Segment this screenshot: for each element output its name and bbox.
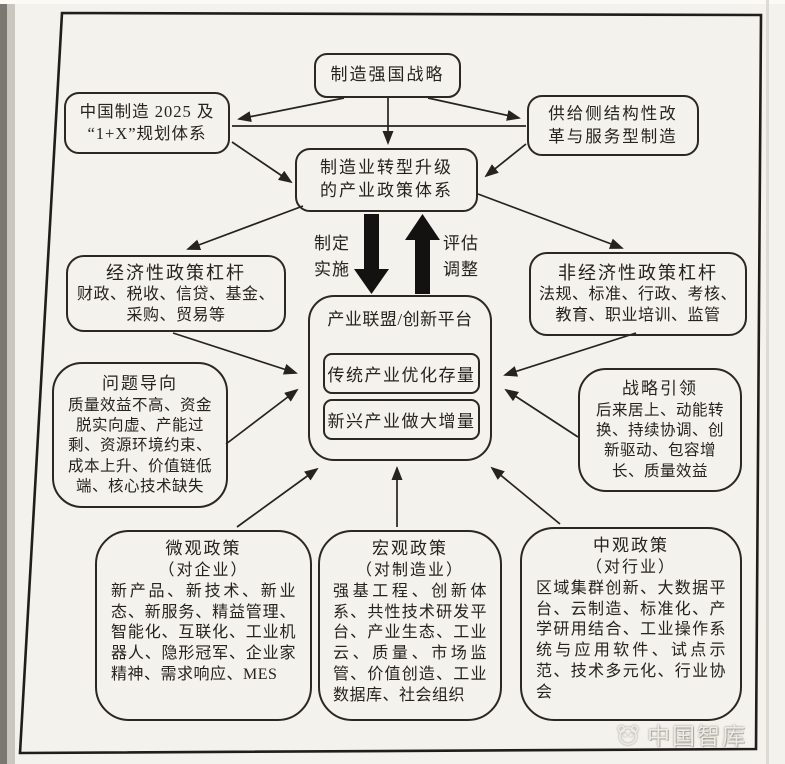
label-formulate-implement: 制定 实施	[314, 234, 350, 279]
arrow-policy-system-to-non-economic-levers	[477, 193, 624, 249]
scan-edge-dark-band	[0, 4, 7, 764]
node-body: 法规、标准、行政、考核、教育、职业培训、监管	[539, 286, 738, 325]
node-subtitle: （对企业）	[158, 561, 249, 579]
node-supply-side-reform: 供给侧结构性改 革与服务型制造	[527, 95, 699, 156]
arrow-strategy-to-supply-side	[427, 97, 521, 121]
watermark: 中国智库	[614, 718, 774, 750]
page-frame	[18, 11, 763, 755]
node-macro-policy: 宏观政策 （对制造业） 强基工程、创新体系、共性技术研发平台、产业生态、工业云、…	[318, 530, 502, 721]
node-title: 微观政策	[165, 539, 242, 558]
node-problem-oriented: 问题导向 质量效益不高、资金脱实向虚、产能过剩、资源环境约束、成本上升、价值链低…	[52, 362, 228, 508]
node-body: 强基工程、创新体系、共性技术研发平台、产业生态、工业云、质量、市场监管、价值创造…	[333, 582, 487, 704]
node-title: 中国制造 2025 及 “1+X”规划体系	[79, 101, 215, 143]
scan-edge-right-line	[766, 0, 769, 764]
node-title: 新兴产业做大增量	[327, 412, 476, 431]
node-industrial-policy-system: 制造业转型升级 的产业政策体系	[295, 148, 478, 212]
arrow-economic-levers-to-platform	[172, 332, 298, 375]
arrow-micro-policy-to-platform	[236, 467, 319, 528]
arrow-mic2025-to-policy-system	[231, 141, 293, 184]
thick-arrow-evaluate-adjust	[405, 214, 440, 294]
arrow-supply-side-to-policy-system	[484, 143, 527, 178]
node-subtitle: （对制造业）	[355, 561, 464, 579]
node-title: 供给侧结构性改 革与服务型制造	[548, 104, 678, 146]
node-title: 制造业转型升级 的产业政策体系	[320, 158, 453, 200]
scan-edge-top-band	[0, 0, 785, 4]
node-title: 问题导向	[102, 374, 178, 394]
arrow-strategy-to-mic2025	[237, 97, 345, 123]
node-traditional-industry-optimize-stock: 传统产业优化存量	[323, 353, 480, 394]
node-title: 传统产业优化存量	[327, 366, 476, 385]
arrow-non-economic-levers-to-platform	[503, 332, 637, 377]
node-body: 质量效益不高、资金脱实向虚、产能过剩、资源环境约束、成本上升、价值链低端、核心技…	[67, 397, 212, 495]
node-body: 新产品、新技术、新业态、新服务、精益管理、智能化、互联化、工业机器人、隐形冠军、…	[111, 582, 296, 683]
scan-edge-light-band	[7, 4, 15, 764]
node-subtitle: （对行业）	[585, 558, 676, 576]
arrow-policy-system-to-economic-levers	[186, 205, 304, 250]
node-body: 后来居上、动能转换、持续协调、创新驱动、包容增长、质量效益	[595, 402, 724, 480]
node-made-in-china-2025: 中国制造 2025 及 “1+X”规划体系	[64, 92, 230, 154]
node-emerging-industry-grow-increment: 新兴产业做大增量	[323, 399, 480, 440]
node-industry-alliance-platform: 产业联盟/创新平台 传统产业优化存量 新兴产业做大增量	[308, 295, 492, 461]
china-thinktank-logo-icon	[617, 724, 639, 745]
label-evaluate-adjust: 评估 调整	[443, 234, 479, 279]
node-strategic-leading: 战略引领 后来居上、动能转换、持续协调、创新驱动、包容增长、质量效益	[578, 368, 742, 492]
node-title: 制造强国战略	[330, 65, 445, 85]
node-non-economic-policy-levers: 非经济性政策杠杆 法规、标准、行政、考核、教育、职业培训、监管	[529, 252, 747, 336]
arrow-strategic-leading-to-platform	[504, 388, 579, 438]
arrow-meso-policy-to-platform	[490, 466, 561, 525]
node-micro-policy: 微观政策 （对企业） 新产品、新技术、新业态、新服务、精益管理、智能化、互联化、…	[95, 530, 312, 721]
thick-arrow-formulate-implement	[354, 214, 389, 294]
node-title: 宏观政策	[372, 539, 448, 558]
arrow-problem-oriented-to-platform	[225, 388, 299, 445]
node-body: 区域集群创新、大数据平台、云制造、标准化、产学研用结合、工业操作系统与应用软件、…	[536, 579, 726, 701]
node-meso-policy: 中观政策 （对行业） 区域集群创新、大数据平台、云制造、标准化、产学研用结合、工…	[520, 527, 742, 721]
node-economic-policy-levers: 经济性政策杠杆 财政、税收、信贷、基金、采购、贸易等	[66, 255, 286, 332]
watermark-text: 中国智库	[647, 724, 747, 749]
node-title: 战略引领	[622, 379, 698, 399]
node-title: 非经济性政策杠杆	[558, 263, 718, 284]
node-manufacturing-power-strategy: 制造强国战略	[314, 53, 461, 98]
node-title: 产业联盟/创新平台	[327, 310, 473, 329]
node-body: 财政、税收、信贷、基金、采购、贸易等	[76, 285, 275, 324]
node-title: 经济性政策杠杆	[106, 262, 246, 283]
node-title: 中观政策	[593, 536, 669, 555]
